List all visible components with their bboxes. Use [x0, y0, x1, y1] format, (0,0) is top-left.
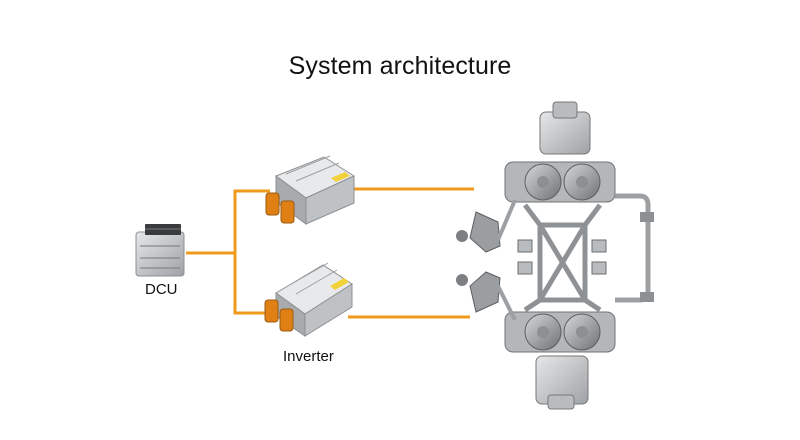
bus-trunk-line [233, 189, 270, 315]
inverter-label: Inverter [283, 348, 334, 365]
diagram-title: System architecture [288, 52, 512, 80]
inverter-top-icon [265, 155, 356, 225]
inverter-bottom-icon [264, 262, 353, 337]
dcu-label: DCU [145, 281, 178, 298]
axle-assembly-icon [456, 101, 654, 410]
dcu-module-icon [135, 224, 185, 277]
connector-lines [186, 187, 474, 319]
